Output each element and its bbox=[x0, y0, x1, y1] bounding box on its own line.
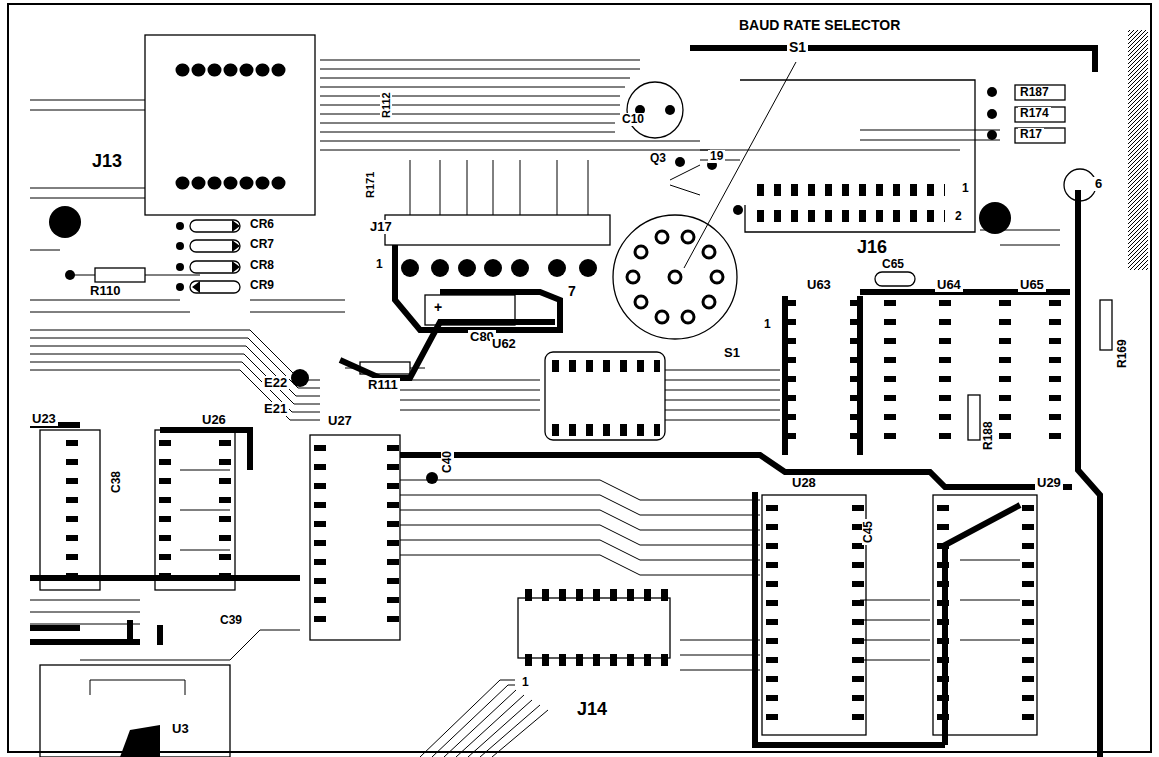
part-label: C10 bbox=[620, 113, 646, 126]
part-label: 7 bbox=[566, 284, 578, 299]
connector-j17 bbox=[385, 160, 610, 277]
part-label: Q3 bbox=[648, 152, 668, 165]
part-label: R110 bbox=[88, 284, 122, 298]
part-label: J13 bbox=[90, 152, 124, 172]
resistor-symbol bbox=[65, 85, 1112, 440]
part-label: R17 bbox=[1018, 128, 1044, 141]
signal-traces bbox=[30, 60, 1060, 757]
part-label: E22 bbox=[262, 376, 289, 390]
part-label: C39 bbox=[218, 614, 244, 627]
part-label: 2 bbox=[953, 210, 964, 223]
part-label: CR9 bbox=[248, 279, 276, 292]
part-label: U26 bbox=[200, 413, 228, 427]
part-label: U28 bbox=[790, 476, 818, 490]
regulator-u3 bbox=[30, 620, 230, 757]
part-label: E21 bbox=[262, 402, 289, 416]
part-label: CR6 bbox=[248, 218, 276, 231]
part-label: U62 bbox=[490, 337, 518, 351]
part-label: U23 bbox=[30, 412, 58, 426]
part-label: 1 bbox=[520, 676, 531, 689]
part-label: J17 bbox=[368, 220, 394, 234]
part-label: C45 bbox=[862, 519, 875, 545]
part-label: S1 bbox=[722, 346, 742, 360]
leader-line bbox=[684, 62, 796, 268]
part-label: R187 bbox=[1018, 86, 1051, 99]
capacitor-symbol bbox=[291, 82, 915, 484]
part-label: 1 bbox=[762, 318, 773, 331]
part-label: C38 bbox=[110, 469, 123, 495]
part-label: 6 bbox=[1093, 177, 1104, 191]
part-label: R188 bbox=[982, 419, 995, 452]
callout-text: BAUD RATE SELECTOR bbox=[737, 18, 902, 33]
part-label: J14 bbox=[575, 700, 609, 720]
part-label: + bbox=[432, 300, 444, 315]
mounting-hole bbox=[979, 202, 1011, 234]
part-label: R171 bbox=[364, 170, 376, 200]
baud-rate-switch bbox=[613, 215, 737, 339]
ic-chips bbox=[40, 300, 1055, 735]
part-label: U29 bbox=[1035, 476, 1063, 490]
part-label: C65 bbox=[880, 258, 906, 271]
part-label: 1 bbox=[960, 182, 971, 195]
transistor-symbol bbox=[670, 157, 1096, 215]
part-label: U64 bbox=[935, 278, 963, 292]
connector-j16 bbox=[740, 80, 975, 232]
part-label: R111 bbox=[366, 378, 400, 392]
part-label: CR7 bbox=[248, 238, 276, 251]
part-label: U65 bbox=[1018, 278, 1046, 292]
part-label: R169 bbox=[1116, 337, 1129, 370]
part-label: S1 bbox=[787, 40, 808, 55]
part-label: U3 bbox=[170, 722, 191, 736]
board-edge-hatch bbox=[1128, 30, 1148, 270]
part-label: R174 bbox=[1018, 107, 1051, 120]
part-label: J16 bbox=[855, 238, 889, 258]
mounting-hole bbox=[49, 206, 81, 238]
part-label: U63 bbox=[805, 278, 833, 292]
board-border bbox=[8, 4, 1151, 752]
part-label: 1 bbox=[374, 258, 385, 271]
diode-array bbox=[176, 220, 259, 293]
connector-j13 bbox=[145, 35, 315, 215]
part-label: 19 bbox=[708, 150, 725, 163]
part-label: C40 bbox=[441, 449, 454, 475]
part-label: U27 bbox=[326, 414, 354, 428]
part-label: R112 bbox=[380, 90, 392, 120]
power-traces bbox=[30, 48, 1100, 757]
part-label: CR8 bbox=[248, 259, 276, 272]
